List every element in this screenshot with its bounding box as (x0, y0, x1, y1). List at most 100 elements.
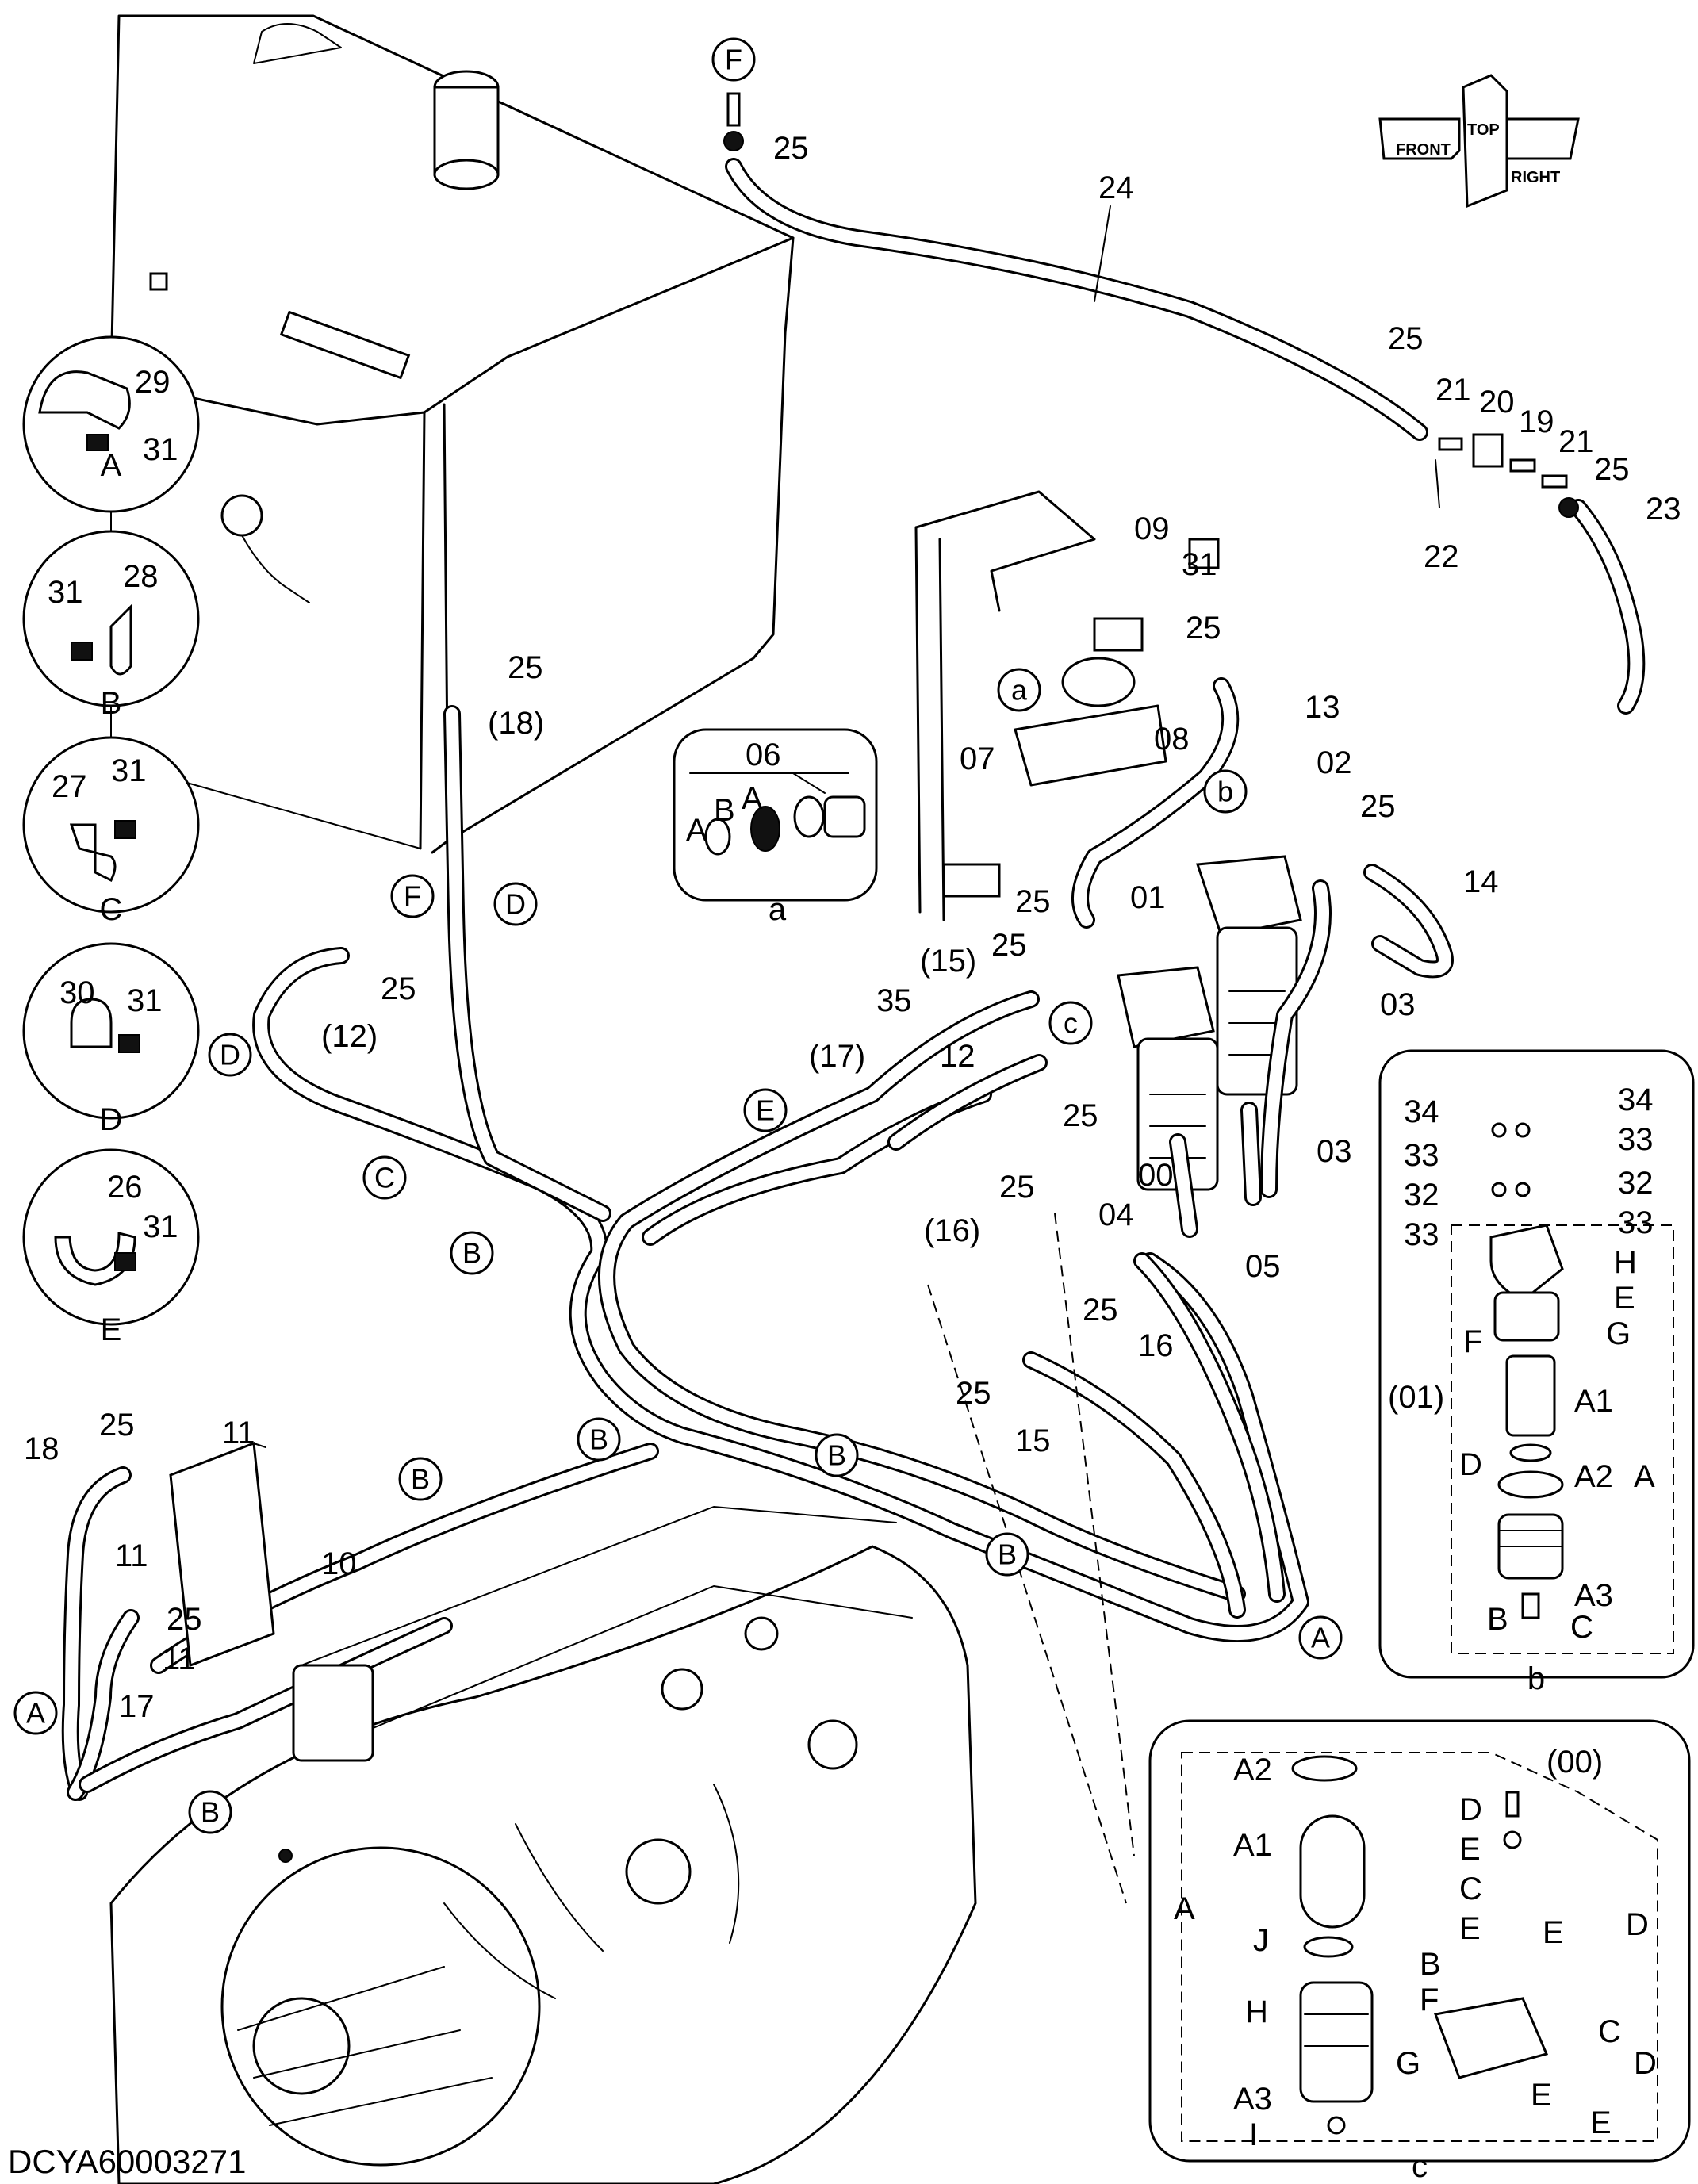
label-25-12b: 25 (1063, 1098, 1098, 1133)
label-25-a: 25 (1388, 321, 1424, 356)
detail-c-D1: D (1459, 1792, 1482, 1827)
detail-b-33d: 33 (1618, 1205, 1654, 1240)
label-05: 05 (1245, 1249, 1281, 1284)
detail-b-caption: b (1527, 1661, 1545, 1696)
label-17p: (17) (809, 1039, 865, 1074)
label-19: 19 (1519, 404, 1554, 439)
detail-b-A1: A1 (1574, 1384, 1613, 1419)
label-31: 31 (143, 432, 178, 467)
caption-E: E (101, 1312, 122, 1347)
ref-B-right: B (827, 1439, 846, 1472)
hose-04-05 (1169, 1102, 1262, 1238)
clip-detail-d: 30 31 D (22, 942, 200, 1137)
label-04: 04 (1098, 1197, 1134, 1232)
detail-b: 34 34 33 33 32 32 33 33 H E F G (01) A1 … (1378, 1049, 1695, 1696)
detail-c-J: J (1253, 1923, 1269, 1958)
label-25-12: 25 (381, 971, 416, 1006)
label-25-ecu2: 25 (167, 1602, 202, 1637)
label-07: 07 (960, 741, 995, 776)
label-25-14: 25 (1360, 789, 1396, 824)
ecu-10 (169, 1441, 275, 1668)
detail-a-B: B (714, 793, 735, 828)
detail-b-A3: A3 (1574, 1578, 1613, 1613)
label-27: 27 (52, 769, 87, 804)
label-31b: 31 (48, 575, 83, 610)
label-24: 24 (1098, 171, 1134, 205)
detail-b-33a: 33 (1404, 1138, 1439, 1173)
detail-a-06: 06 (746, 738, 781, 772)
label-25-16b: 25 (1083, 1293, 1118, 1328)
label-15: 15 (1015, 1423, 1051, 1458)
label-23: 23 (1646, 492, 1681, 527)
ref-F-top: F (725, 44, 742, 76)
clip-detail-a: 29 31 A (22, 335, 200, 513)
label-25-16: 25 (999, 1170, 1035, 1205)
ref-F-mid: F (404, 880, 421, 913)
hose-14 (1260, 864, 1454, 1198)
detail-b-A: A (1634, 1459, 1655, 1494)
label-16p: (16) (924, 1213, 980, 1248)
label-35: 35 (876, 983, 912, 1018)
label-01: 01 (1130, 880, 1166, 915)
drawing-code: DCYA60003271 (8, 2143, 246, 2180)
detail-c-C1: C (1459, 1872, 1482, 1906)
label-02: 02 (1317, 745, 1352, 780)
label-25-b: 25 (1594, 452, 1630, 487)
label-03-a: 03 (1380, 987, 1416, 1022)
label-31-09: 31 (1182, 547, 1217, 582)
detail-c-E4: E (1531, 2078, 1552, 2113)
label-00: 00 (1138, 1158, 1174, 1193)
ref-b-filter: b (1217, 776, 1233, 808)
ref-D-left: D (220, 1039, 240, 1071)
label-31d: 31 (127, 983, 163, 1018)
detail-c-E3: E (1543, 1915, 1564, 1950)
detail-c-A1: A1 (1233, 1828, 1272, 1863)
label-03-b: 03 (1317, 1134, 1352, 1169)
hose-13 (1071, 677, 1240, 929)
detail-c-E1: E (1459, 1832, 1481, 1867)
detail-c-H: H (1245, 1994, 1268, 2029)
right-label: RIGHT (1511, 169, 1560, 186)
label-08: 08 (1154, 722, 1190, 757)
detail-b-33c: 33 (1404, 1217, 1439, 1252)
detail-b-D: D (1459, 1447, 1482, 1482)
detail-b-32b: 32 (1618, 1166, 1654, 1201)
label-21-a: 21 (1435, 373, 1471, 408)
detail-c-A2: A2 (1233, 1753, 1272, 1787)
ref-B-left2: B (411, 1463, 430, 1496)
detail-c-E2: E (1459, 1911, 1481, 1946)
ref-B-left: B (462, 1237, 481, 1270)
label-10: 10 (321, 1546, 357, 1581)
label-25-ecu: 25 (99, 1408, 135, 1443)
caption-C: C (100, 892, 123, 927)
detail-c-F: F (1420, 1983, 1439, 2017)
label-17: 17 (119, 1689, 155, 1724)
detail-b-A2: A2 (1574, 1459, 1613, 1494)
label-12: 12 (940, 1039, 975, 1074)
label-25-01: 25 (1015, 884, 1051, 919)
label-21-b: 21 (1558, 424, 1594, 459)
label-18: 18 (24, 1431, 59, 1466)
front-label: FRONT (1396, 141, 1451, 159)
label-25-tank: 25 (508, 650, 543, 685)
detail-c-00p: (00) (1547, 1745, 1603, 1780)
orientation-arrows: FRONT RIGHT TOP (1378, 74, 1580, 209)
caption-B: B (101, 686, 122, 721)
label-30: 30 (59, 975, 95, 1010)
label-31e: 31 (143, 1209, 178, 1244)
ref-a-pump: a (1011, 674, 1028, 707)
fuel-filter-00 (1117, 966, 1219, 1191)
label-15p: (15) (920, 944, 976, 979)
detail-b-B: B (1487, 1602, 1508, 1637)
ref-E-mid: E (756, 1094, 775, 1127)
label-12p: (12) (321, 1019, 378, 1054)
detail-a-A2: A (742, 781, 763, 816)
ref-A-right: A (1311, 1622, 1330, 1654)
engine (109, 1506, 977, 2184)
ref-c-filter: c (1064, 1007, 1078, 1040)
part-labels: 25 24 25 21 20 19 21 25 22 23 25 (18) (1… (24, 131, 1681, 1724)
label-11-b: 11 (115, 1538, 148, 1573)
detail-b-H: H (1614, 1245, 1637, 1280)
ref-A-left: A (26, 1697, 45, 1730)
